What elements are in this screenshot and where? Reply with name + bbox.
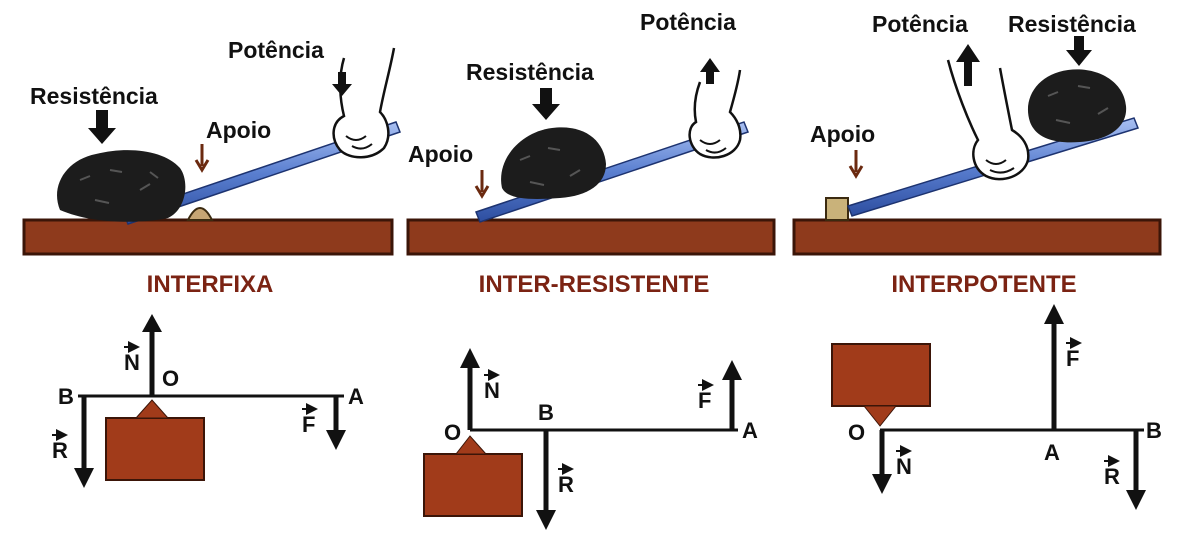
point-o: O: [848, 420, 865, 445]
resistencia-arrow: [1066, 36, 1092, 66]
vec-label-r: R: [558, 472, 574, 497]
apoio-arrow: [474, 170, 490, 199]
scene-interfixa: Resistência Potência Apoio: [22, 37, 401, 256]
vector-n-head: [460, 348, 480, 368]
hand: [946, 59, 1030, 181]
rock-texture: [519, 147, 581, 186]
apoio-arrow: [194, 144, 210, 173]
label-resistencia: Resistência: [1008, 11, 1136, 37]
label-potencia: Potência: [872, 11, 968, 37]
vector-r-head: [536, 510, 556, 530]
vec-label-n: N: [124, 350, 140, 375]
vec-label-r: R: [1104, 464, 1120, 489]
support-peak: [862, 405, 898, 427]
resistencia-arrow: [532, 88, 560, 120]
rock: [501, 127, 606, 199]
potencia-arrow: [700, 58, 720, 84]
potencia-arrow: [956, 44, 980, 86]
fulcrum-block: [825, 197, 849, 221]
ground: [406, 218, 776, 256]
hand-fingers: [985, 159, 1015, 174]
support-block: [105, 417, 205, 481]
apoio-arrow: [848, 150, 864, 179]
ground: [792, 218, 1162, 256]
rock-texture: [79, 169, 159, 204]
point-o: O: [162, 366, 179, 391]
vec-label-f: F: [1066, 346, 1079, 371]
point-b: B: [1146, 418, 1162, 443]
support-peak: [454, 435, 488, 455]
vector-r-head: [1126, 490, 1146, 510]
vector-diagram-inter-resistente: N O B A R F: [423, 348, 758, 530]
vector-diagram-interfixa: N O B A R F: [52, 314, 364, 488]
label-apoio: Apoio: [408, 141, 473, 167]
hand-fingers: [345, 135, 373, 150]
panel-interfixa: Resistência Potência Apoio INTERFIXA N O…: [22, 37, 401, 488]
vec-label-f: F: [698, 388, 711, 413]
label-apoio: Apoio: [206, 117, 271, 143]
vector-diagram-interpotente: O N F A B R: [831, 304, 1162, 510]
label-resistencia: Resistência: [466, 59, 594, 85]
label-resistencia: Resistência: [30, 83, 158, 109]
title-inter-resistente: INTER-RESISTENTE: [479, 271, 710, 298]
point-a: A: [1044, 440, 1060, 465]
ground: [22, 218, 394, 256]
label-potencia: Potência: [228, 37, 324, 63]
title-interpotente: INTERPOTENTE: [891, 271, 1076, 298]
support-peak: [134, 399, 170, 419]
scene-interpotente: Potência Resistência Apoio: [792, 11, 1162, 256]
vec-label-r: R: [52, 438, 68, 463]
vector-f-head: [326, 430, 346, 450]
resistencia-arrow: [88, 110, 116, 144]
panel-interpotente: Potência Resistência Apoio INTERPOTENTE …: [792, 11, 1162, 510]
point-b: B: [58, 384, 74, 409]
vec-label-n: N: [484, 378, 500, 403]
point-o: O: [444, 420, 461, 445]
support-block: [423, 453, 523, 517]
point-b: B: [538, 400, 554, 425]
vec-label-n: N: [896, 454, 912, 479]
panel-inter-resistente: Resistência Potência Apoio INTER-RESISTE…: [406, 9, 776, 530]
label-potencia: Potência: [640, 9, 736, 35]
vector-r-head: [74, 468, 94, 488]
hand-fingers: [699, 139, 727, 154]
vec-label-f: F: [302, 412, 315, 437]
hand: [688, 69, 742, 159]
vector-f-head: [1044, 304, 1064, 324]
rock: [57, 150, 186, 222]
vector-n-head: [142, 314, 162, 332]
label-apoio: Apoio: [810, 121, 875, 147]
point-a: A: [348, 384, 364, 409]
fulcrum: [186, 207, 214, 221]
hand: [332, 47, 396, 159]
scene-inter-resistente: Resistência Potência Apoio: [406, 9, 776, 256]
support-block: [831, 343, 931, 407]
potencia-arrow: [332, 72, 352, 96]
vector-f-head: [722, 360, 742, 380]
rock-texture: [1047, 85, 1109, 124]
vector-n-head: [872, 474, 892, 494]
point-a: A: [742, 418, 758, 443]
rock: [1027, 69, 1127, 143]
title-interfixa: INTERFIXA: [147, 271, 274, 298]
